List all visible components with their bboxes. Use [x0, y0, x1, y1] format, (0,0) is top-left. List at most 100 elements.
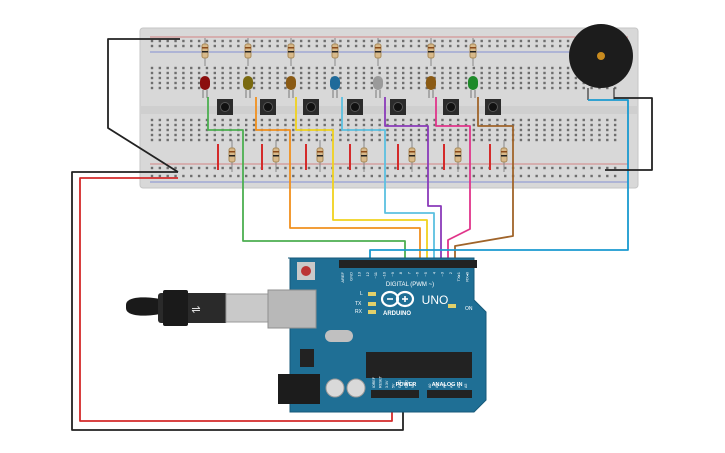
power-label: POWER — [396, 382, 417, 388]
breadboard-hole — [237, 44, 240, 48]
breadboard-hole — [190, 174, 193, 178]
breadboard-hole — [362, 66, 366, 70]
breadboard-hole — [527, 128, 530, 132]
breadboard-hole — [307, 174, 311, 178]
breadboard-hole — [504, 76, 507, 80]
leds — [200, 76, 478, 98]
breadboard-hole — [394, 81, 397, 85]
breadboard-hole — [409, 166, 413, 170]
breadboard-hole — [323, 166, 326, 170]
breadboard-hole — [535, 44, 538, 48]
breadboard-hole — [409, 133, 413, 137]
breadboard-hole — [197, 174, 201, 178]
pushbutton — [347, 99, 363, 115]
breadboard-hole — [284, 123, 287, 127]
breadboard-hole — [559, 118, 562, 122]
breadboard-hole — [292, 166, 295, 170]
breadboard-hole — [480, 81, 483, 85]
pushbutton — [485, 99, 501, 115]
breadboard-hole — [229, 39, 232, 43]
breadboard-hole — [378, 66, 381, 70]
breadboard-hole — [559, 138, 562, 142]
breadboard-hole — [245, 133, 248, 137]
breadboard-hole — [221, 166, 224, 170]
breadboard-hole — [158, 81, 162, 85]
breadboard-hole — [535, 39, 538, 43]
breadboard-hole — [402, 71, 405, 75]
breadboard-hole — [433, 133, 436, 137]
breadboard-hole — [362, 76, 366, 80]
breadboard-hole — [456, 128, 460, 132]
breadboard-hole — [245, 39, 248, 43]
wire-cyan — [341, 97, 435, 266]
breadboard-hole — [433, 44, 436, 48]
breadboard-hole — [598, 128, 601, 132]
breadboard-hole — [174, 76, 177, 80]
pushbutton — [303, 99, 319, 115]
breadboard-hole — [354, 76, 358, 80]
breadboard-hole — [496, 166, 499, 170]
breadboard-hole — [339, 138, 342, 142]
breadboard-hole — [237, 138, 240, 142]
breadboard-hole — [182, 44, 185, 48]
breadboard-hole — [292, 123, 295, 127]
breadboard-hole — [252, 166, 256, 170]
breadboard-hole — [543, 71, 546, 75]
breadboard-hole — [535, 81, 538, 85]
breadboard-hole — [174, 166, 177, 170]
digital-pin-label: ~3 — [440, 271, 445, 276]
breadboard-hole — [449, 166, 452, 170]
breadboard-hole — [519, 133, 523, 137]
breadboard-hole — [606, 118, 609, 122]
breadboard-hole — [331, 66, 334, 70]
breadboard-hole — [449, 174, 452, 178]
breadboard-hole — [551, 44, 554, 48]
breadboard-hole — [394, 71, 397, 75]
breadboard-hole — [519, 128, 523, 132]
breadboard-hole — [221, 44, 224, 48]
breadboard-hole — [488, 174, 491, 178]
breadboard-hole — [504, 81, 507, 85]
breadboard-hole — [237, 118, 240, 122]
breadboard-hole — [394, 138, 397, 142]
breadboard-hole — [386, 66, 389, 70]
breadboard-hole — [464, 86, 468, 90]
breadboard-hole — [425, 76, 428, 80]
breadboard-hole — [197, 81, 201, 85]
breadboard-hole — [158, 174, 162, 178]
breadboard-hole — [386, 44, 389, 48]
breadboard-hole — [559, 133, 562, 137]
breadboard-hole — [590, 174, 593, 178]
breadboard-hole — [464, 66, 468, 70]
breadboard-hole — [535, 166, 538, 170]
led-red — [200, 76, 210, 98]
breadboard-hole — [323, 66, 326, 70]
breadboard-hole — [386, 128, 389, 132]
breadboard-hole — [362, 81, 366, 85]
breadboard-hole — [574, 118, 578, 122]
breadboard-hole — [292, 66, 295, 70]
breadboard-hole — [182, 66, 185, 70]
breadboard-hole — [268, 86, 271, 90]
breadboard-hole — [245, 118, 248, 122]
breadboard-hole — [519, 166, 523, 170]
breadboard-hole — [347, 166, 350, 170]
breadboard-hole — [480, 39, 483, 43]
breadboard-hole — [339, 86, 342, 90]
breadboard-hole — [205, 71, 209, 75]
breadboard-hole — [252, 138, 256, 142]
breadboard-hole — [166, 86, 169, 90]
breadboard-hole — [252, 81, 256, 85]
breadboard-hole — [559, 76, 562, 80]
breadboard-hole — [480, 118, 483, 122]
breadboard-hole — [574, 138, 578, 142]
analog-pin-label: A0 — [428, 384, 432, 388]
breadboard-hole — [409, 71, 413, 75]
breadboard-hole — [559, 166, 562, 170]
breadboard-hole — [519, 66, 523, 70]
breadboard-hole — [464, 174, 468, 178]
breadboard-hole — [566, 128, 570, 132]
breadboard-hole — [433, 71, 436, 75]
resistor — [374, 38, 382, 66]
power-pin-label: Vin — [411, 383, 415, 388]
